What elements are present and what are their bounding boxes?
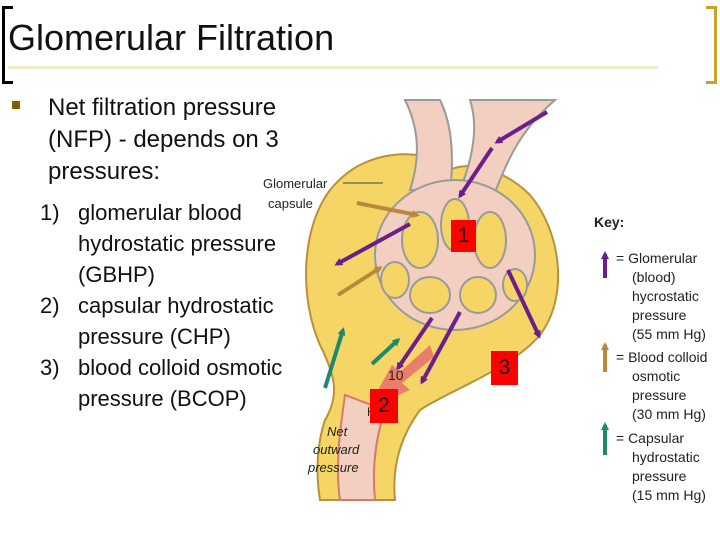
key-capsular-label: = Capsular	[616, 430, 684, 446]
glomerular-pressure-arrow	[506, 269, 541, 339]
key-glomerular-label: (55 mm Hg)	[632, 326, 706, 342]
net-outward-label: Net	[327, 424, 349, 439]
key-capsular-label: hydrostatic	[632, 449, 700, 465]
bullet-square-icon	[12, 101, 20, 109]
capsular-pressure-arrow	[323, 327, 346, 389]
slide-title: Glomerular Filtration	[8, 17, 335, 58]
key-colloid-label: pressure	[632, 387, 687, 403]
pressure-value-10: 10	[388, 367, 404, 383]
intro-bullet-text: Net filtration pressure (NFP) - depends …	[48, 94, 279, 185]
title-underline	[8, 66, 658, 69]
list-item-2-number: 2)	[40, 293, 60, 318]
colloid-pressure-arrow	[356, 201, 420, 218]
list-item-3: 3) blood colloid osmotic pressure (BCOP)	[40, 352, 310, 414]
key-glomerular-label: = Glomerular	[616, 250, 698, 266]
key-capsular-label: pressure	[632, 468, 687, 484]
capsule-label: Glomerular	[263, 176, 328, 191]
key-glomerular-label: pressure	[632, 307, 687, 323]
list-item-1-number: 1)	[40, 200, 60, 225]
capsular-pressure-arrow	[370, 337, 401, 366]
glomerular-capillary-tuft	[374, 179, 536, 331]
glomerular-pressure-arrow	[396, 316, 434, 371]
key-colloid-label: (30 mm Hg)	[632, 406, 706, 422]
net-outward-label: pressure	[307, 460, 359, 475]
list-item-2-text: capsular hydrostatic pressure (CHP)	[78, 293, 274, 349]
glomerular-pressure-arrow	[334, 222, 411, 266]
capsule-label: capsule	[268, 196, 313, 211]
key-glomerular-label: hycrostatic	[632, 288, 699, 304]
badge-2: 2	[370, 389, 398, 423]
list-item-2: 2) capsular hydrostatic pressure (CHP)	[40, 290, 310, 352]
colloid-pressure-arrow	[336, 266, 383, 297]
badge-1: 1	[451, 220, 476, 252]
list-item-1: 1) glomerular blood hydrostatic pressure…	[40, 197, 310, 290]
key-title: Key:	[594, 214, 624, 230]
key-glomerular-label: (blood)	[632, 269, 676, 285]
key-colloid-label: osmotic	[632, 368, 680, 384]
title-bracket-right	[706, 6, 717, 84]
glomerular-pressure-arrow	[420, 311, 462, 385]
pressure-list: 1) glomerular blood hydrostatic pressure…	[40, 197, 310, 414]
glomerular-pressure-arrow	[458, 146, 494, 199]
net-outward-label: outward	[313, 442, 360, 457]
list-item-3-number: 3)	[40, 355, 60, 380]
list-item-3-text: blood colloid osmotic pressure (BCOP)	[78, 355, 283, 411]
key-capsular-label: (15 mm Hg)	[632, 487, 706, 503]
badge-3: 3	[491, 351, 518, 385]
title-bracket-left	[2, 6, 13, 84]
key-colloid-label: = Blood colloid	[616, 349, 707, 365]
glomerular-pressure-arrow	[494, 110, 549, 144]
list-item-1-text: glomerular blood hydrostatic pressure (G…	[78, 200, 277, 287]
